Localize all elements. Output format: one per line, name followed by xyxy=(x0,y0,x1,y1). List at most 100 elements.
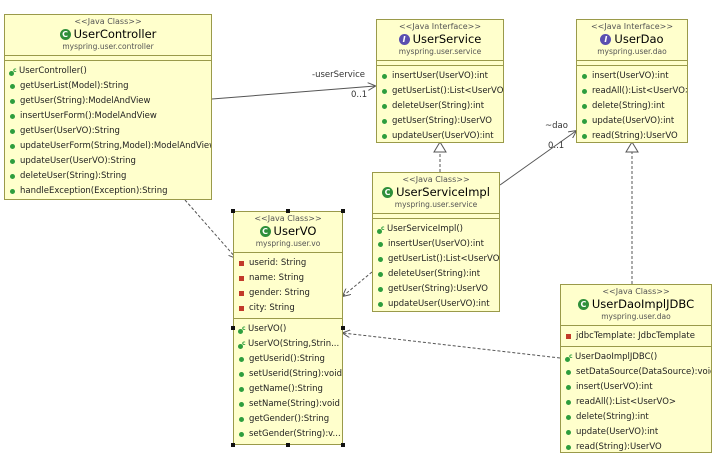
method-icon xyxy=(566,430,571,435)
operation-label: insertUser(UserVO):int xyxy=(392,71,488,81)
operation-row[interactable]: deleteUser(String):String xyxy=(5,169,211,184)
operation-row[interactable]: UserController() xyxy=(5,64,211,79)
field-row[interactable]: userid: String xyxy=(234,256,342,271)
operation-row[interactable]: insert(UserVO):int xyxy=(561,380,711,395)
operation-label: setDataSource(DataSource):void xyxy=(576,367,711,377)
operation-row[interactable]: getUserList():List<UserVO> xyxy=(377,84,503,99)
operation-row[interactable]: update(UserVO):int xyxy=(577,114,687,129)
method-icon xyxy=(239,402,244,407)
fields-section: userid: String name: String gender: Stri… xyxy=(234,253,342,319)
operation-row[interactable]: read(String):UserVO xyxy=(561,440,711,455)
operation-row[interactable]: delete(String):int xyxy=(561,410,711,425)
operation-row[interactable]: setGender(String):v... xyxy=(234,427,342,442)
operation-row[interactable]: updateUser(UserVO):int xyxy=(377,129,503,144)
private-field-icon xyxy=(566,334,571,339)
method-icon xyxy=(10,159,15,164)
operation-label: updateUser(UserVO):int xyxy=(388,299,490,309)
operation-row[interactable]: read(String):UserVO xyxy=(577,129,687,144)
field-label: city: String xyxy=(249,303,295,313)
class-icon: C xyxy=(577,299,589,310)
operation-label: UserDaoImplJDBC() xyxy=(575,352,658,362)
operation-row[interactable]: UserVO(String,Strin... xyxy=(234,337,342,352)
resize-handle-left[interactable] xyxy=(231,326,235,330)
resize-handle-top[interactable] xyxy=(286,209,290,213)
method-icon xyxy=(582,74,587,79)
operation-row[interactable]: getUser(String):UserVO xyxy=(377,114,503,129)
field-row[interactable]: name: String xyxy=(234,271,342,286)
method-icon xyxy=(582,89,587,94)
operation-label: readAll():List<UserVO> xyxy=(576,397,677,407)
field-row[interactable]: city: String xyxy=(234,301,342,316)
operation-row[interactable]: readAll():List<UserVO> xyxy=(577,84,687,99)
field-row[interactable]: jdbcTemplate: JdbcTemplate xyxy=(561,329,711,344)
method-icon xyxy=(382,134,387,139)
interface-icon: I xyxy=(600,34,612,45)
operation-row[interactable]: getGender():String xyxy=(234,412,342,427)
operation-row[interactable]: deleteUser(String):int xyxy=(377,99,503,114)
operation-row[interactable]: readAll():List<UserVO> xyxy=(561,395,711,410)
stereotype-label: <<Java Class>> xyxy=(74,17,142,26)
resize-handle-bottom[interactable] xyxy=(286,443,290,447)
method-icon xyxy=(382,89,387,94)
operation-row[interactable]: update(UserVO):int xyxy=(561,425,711,440)
field-row[interactable]: gender: String xyxy=(234,286,342,301)
package-label: myspring.user.service xyxy=(394,200,478,209)
operation-row[interactable]: insertUser(UserVO):int xyxy=(377,69,503,84)
operation-row[interactable]: UserDaoImplJDBC() xyxy=(561,350,711,365)
operation-row[interactable]: handleException(Exception):String xyxy=(5,184,211,199)
class-name: UserDaoImplJDBC xyxy=(591,297,695,311)
resize-handle-right[interactable] xyxy=(341,326,345,330)
operation-row[interactable]: updateUser(UserVO):String xyxy=(5,154,211,169)
method-icon xyxy=(378,257,383,262)
operation-row[interactable]: getName():String xyxy=(234,382,342,397)
operation-row[interactable]: getUser(String):UserVO xyxy=(373,282,499,297)
association-userservice xyxy=(211,86,375,100)
package-label: myspring.user.vo xyxy=(255,239,321,248)
operation-row[interactable]: setName(String):void xyxy=(234,397,342,412)
operation-row[interactable]: getUser(String):ModelAndView xyxy=(5,94,211,109)
operation-row[interactable]: UserVO() xyxy=(234,322,342,337)
dependency-serviceimpl-vo xyxy=(343,271,373,296)
operation-row[interactable]: UserServiceImpl() xyxy=(373,222,499,237)
operation-row[interactable]: getUserList(Model):String xyxy=(5,79,211,94)
stereotype-label: <<Java Class>> xyxy=(254,214,322,223)
operation-row[interactable]: deleteUser(String):int xyxy=(373,267,499,282)
resize-handle-bottom-right[interactable] xyxy=(341,443,345,447)
operation-row[interactable]: delete(String):int xyxy=(577,99,687,114)
operation-label: getGender():String xyxy=(249,414,330,424)
field-label: gender: String xyxy=(249,288,310,298)
resize-handle-top-right[interactable] xyxy=(341,209,345,213)
operation-row[interactable]: getUser(UserVO):String xyxy=(5,124,211,139)
operation-row[interactable]: getUserList():List<UserVO> xyxy=(373,252,499,267)
method-icon xyxy=(239,417,244,422)
operations-section: insertUser(UserVO):int getUserList():Lis… xyxy=(377,66,503,146)
operation-label: deleteUser(String):int xyxy=(388,269,481,279)
operation-row[interactable]: getUserid():String xyxy=(234,352,342,367)
resize-handle-top-left[interactable] xyxy=(231,209,235,213)
operation-row[interactable]: insert(UserVO):int xyxy=(577,69,687,84)
operation-label: delete(String):int xyxy=(592,101,665,111)
resize-handle-bottom-left[interactable] xyxy=(231,443,235,447)
operation-row[interactable]: updateUserForm(String,Model):ModelAndVie… xyxy=(5,139,211,154)
operation-row[interactable]: insertUser(UserVO):int xyxy=(373,237,499,252)
private-field-icon xyxy=(239,276,244,281)
stereotype-label: <<Java Interface>> xyxy=(590,22,674,31)
method-icon xyxy=(10,99,15,104)
operation-row[interactable]: setUserid(String):void xyxy=(234,367,342,382)
operation-label: getUser(String):UserVO xyxy=(388,284,488,294)
operation-row[interactable]: setDataSource(DataSource):void xyxy=(561,365,711,380)
operation-row[interactable]: insertUserForm():ModelAndView xyxy=(5,109,211,124)
operation-row[interactable]: updateUser(UserVO):int xyxy=(373,297,499,312)
operation-label: getUserList():List<UserVO> xyxy=(392,86,503,96)
method-icon xyxy=(10,129,15,134)
